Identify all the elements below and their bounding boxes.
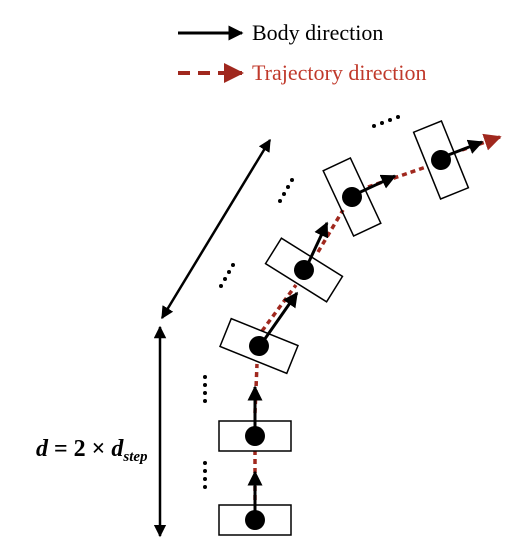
step-distance-indicator [153,138,272,538]
body-box [322,157,382,237]
body-center-dot [431,150,451,170]
body-box [219,317,299,375]
body-step-3 [219,317,299,375]
diagonal-distance-arrow [160,138,272,320]
ellipsis-mid [219,263,235,288]
body-direction-arrows [247,139,484,517]
ellipsis-upper [278,178,294,203]
ellipsis-mid-lower [203,375,207,403]
ellipsis-lower [203,461,207,489]
body-box [218,504,292,536]
body-box [412,120,470,200]
step-formula: d = 2 × dstep [36,436,148,465]
body-step-4 [264,237,344,303]
body-center-dot [342,187,362,207]
body-step-6 [412,120,470,200]
body-center-dot [249,336,269,356]
body-step-2 [218,420,292,452]
body-box [264,237,344,303]
body-center-dot [294,260,314,280]
body-box [218,420,292,452]
ellipsis-markers [203,115,400,489]
body-center-dot [245,426,265,446]
legend-trajectory-label: Trajectory direction [252,60,427,85]
body-center-dot [245,510,265,530]
ellipsis-top [372,115,400,128]
body-step-1 [218,504,292,536]
body-step-5 [322,157,382,237]
legend-body-label: Body direction [252,20,383,45]
legend: Body direction Trajectory direction [178,20,427,85]
